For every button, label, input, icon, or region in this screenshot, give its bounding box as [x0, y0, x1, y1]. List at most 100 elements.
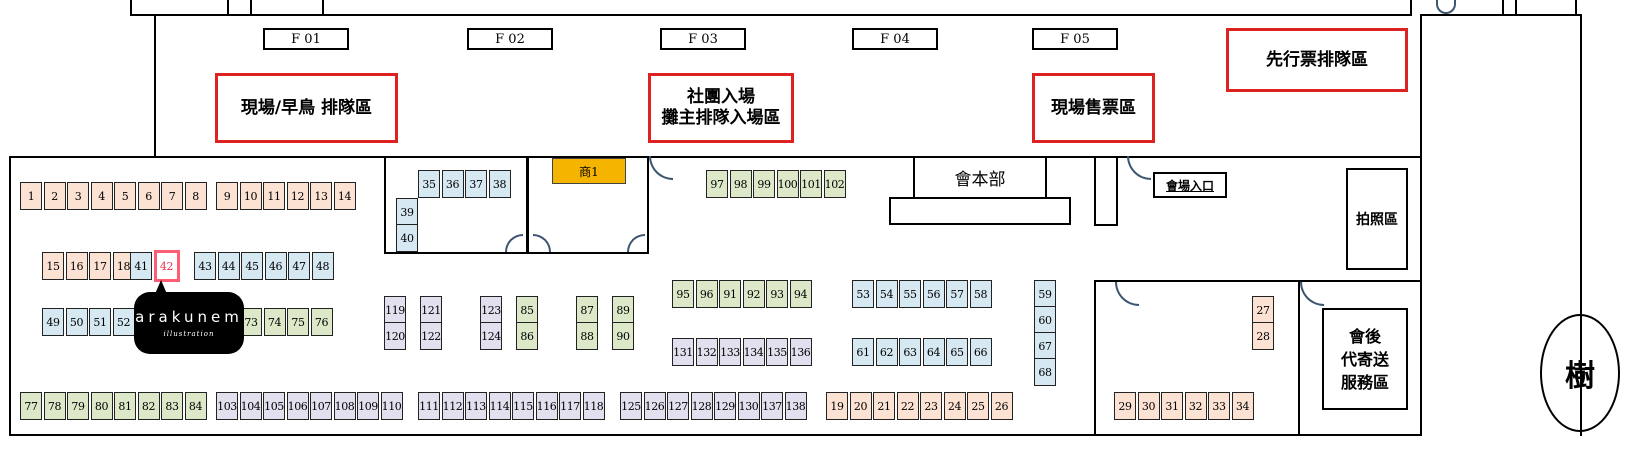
- booth-82[interactable]: 82: [137, 392, 160, 420]
- booth-55[interactable]: 55: [899, 280, 921, 308]
- booth-127[interactable]: 127: [667, 392, 689, 420]
- booth-4[interactable]: 4: [90, 182, 113, 210]
- booth-110[interactable]: 110: [380, 392, 403, 420]
- booth-41[interactable]: 41: [130, 252, 152, 280]
- booth-103[interactable]: 103: [216, 392, 238, 420]
- booth-11[interactable]: 11: [263, 182, 285, 210]
- booth-80[interactable]: 80: [90, 392, 113, 420]
- booth-5[interactable]: 5: [114, 182, 136, 210]
- booth-90[interactable]: 90: [612, 322, 634, 350]
- booth-24[interactable]: 24: [943, 392, 966, 420]
- booth-39[interactable]: 39: [396, 198, 418, 226]
- booth-44[interactable]: 44: [217, 252, 240, 280]
- booth-61[interactable]: 61: [852, 338, 874, 366]
- booth-68[interactable]: 68: [1034, 358, 1056, 386]
- booth-12[interactable]: 12: [286, 182, 309, 210]
- booth-119[interactable]: 119: [384, 296, 406, 324]
- booth-111[interactable]: 111: [418, 392, 440, 420]
- booth-17[interactable]: 17: [89, 252, 111, 280]
- booth-84[interactable]: 84: [184, 392, 207, 420]
- booth-43[interactable]: 43: [194, 252, 216, 280]
- booth-47[interactable]: 47: [288, 252, 310, 280]
- booth-123[interactable]: 123: [480, 296, 502, 324]
- booth-50[interactable]: 50: [65, 308, 88, 336]
- booth-91[interactable]: 91: [719, 280, 741, 308]
- booth-34[interactable]: 34: [1231, 392, 1254, 420]
- booth-36[interactable]: 36: [441, 170, 464, 198]
- booth-30[interactable]: 30: [1137, 392, 1160, 420]
- booth-31[interactable]: 31: [1161, 392, 1183, 420]
- booth-48[interactable]: 48: [311, 252, 334, 280]
- booth-79[interactable]: 79: [67, 392, 89, 420]
- booth-59[interactable]: 59: [1034, 280, 1056, 308]
- booth-13[interactable]: 13: [310, 182, 332, 210]
- booth-83[interactable]: 83: [161, 392, 183, 420]
- booth-101[interactable]: 101: [800, 170, 822, 198]
- booth-60[interactable]: 60: [1034, 306, 1056, 334]
- booth-125[interactable]: 125: [620, 392, 642, 420]
- booth-95[interactable]: 95: [672, 280, 694, 308]
- booth-66[interactable]: 66: [969, 338, 992, 366]
- booth-33[interactable]: 33: [1208, 392, 1230, 420]
- booth-57[interactable]: 57: [946, 280, 968, 308]
- booth-16[interactable]: 16: [65, 252, 88, 280]
- booth-21[interactable]: 21: [873, 392, 895, 420]
- booth-40[interactable]: 40: [396, 224, 418, 252]
- booth-94[interactable]: 94: [789, 280, 812, 308]
- booth-74[interactable]: 74: [263, 308, 286, 336]
- booth-14[interactable]: 14: [333, 182, 356, 210]
- booth-89[interactable]: 89: [612, 296, 634, 324]
- booth-15[interactable]: 15: [42, 252, 64, 280]
- booth-105[interactable]: 105: [263, 392, 285, 420]
- booth-85[interactable]: 85: [516, 296, 538, 324]
- booth-112[interactable]: 112: [441, 392, 464, 420]
- booth-10[interactable]: 10: [239, 182, 262, 210]
- booth-126[interactable]: 126: [643, 392, 666, 420]
- booth-32[interactable]: 32: [1184, 392, 1207, 420]
- booth-27[interactable]: 27: [1252, 296, 1274, 324]
- booth-102[interactable]: 102: [823, 170, 846, 198]
- booth-96[interactable]: 96: [695, 280, 718, 308]
- booth-137[interactable]: 137: [761, 392, 783, 420]
- booth-37[interactable]: 37: [465, 170, 487, 198]
- booth-124[interactable]: 124: [480, 322, 502, 350]
- booth-7[interactable]: 7: [161, 182, 183, 210]
- booth-136[interactable]: 136: [789, 338, 812, 366]
- booth-26[interactable]: 26: [990, 392, 1013, 420]
- booth-115[interactable]: 115: [512, 392, 534, 420]
- booth-81[interactable]: 81: [114, 392, 136, 420]
- booth-120[interactable]: 120: [384, 322, 406, 350]
- booth-51[interactable]: 51: [89, 308, 111, 336]
- booth-67[interactable]: 67: [1034, 332, 1056, 360]
- booth-53[interactable]: 53: [852, 280, 874, 308]
- booth-93[interactable]: 93: [766, 280, 788, 308]
- booth-98[interactable]: 98: [729, 170, 752, 198]
- booth-114[interactable]: 114: [488, 392, 511, 420]
- booth-52[interactable]: 52: [112, 308, 135, 336]
- booth-19[interactable]: 19: [826, 392, 848, 420]
- booth-35[interactable]: 35: [418, 170, 440, 198]
- booth-128[interactable]: 128: [690, 392, 713, 420]
- booth-28[interactable]: 28: [1252, 322, 1274, 350]
- booth-58[interactable]: 58: [969, 280, 992, 308]
- booth-97[interactable]: 97: [706, 170, 728, 198]
- booth-131[interactable]: 131: [672, 338, 694, 366]
- booth-49[interactable]: 49: [42, 308, 64, 336]
- booth-88[interactable]: 88: [576, 322, 598, 350]
- booth-78[interactable]: 78: [43, 392, 66, 420]
- booth-46[interactable]: 46: [264, 252, 287, 280]
- booth-135[interactable]: 135: [766, 338, 788, 366]
- booth-75[interactable]: 75: [287, 308, 309, 336]
- booth-54[interactable]: 54: [875, 280, 898, 308]
- booth-77[interactable]: 77: [20, 392, 42, 420]
- booth-63[interactable]: 63: [899, 338, 921, 366]
- booth-133[interactable]: 133: [719, 338, 741, 366]
- booth-138[interactable]: 138: [784, 392, 807, 420]
- booth-64[interactable]: 64: [922, 338, 945, 366]
- booth-104[interactable]: 104: [239, 392, 262, 420]
- booth-129[interactable]: 129: [714, 392, 736, 420]
- booth-56[interactable]: 56: [922, 280, 945, 308]
- booth-116[interactable]: 116: [535, 392, 558, 420]
- booth-8[interactable]: 8: [184, 182, 207, 210]
- booth-118[interactable]: 118: [582, 392, 605, 420]
